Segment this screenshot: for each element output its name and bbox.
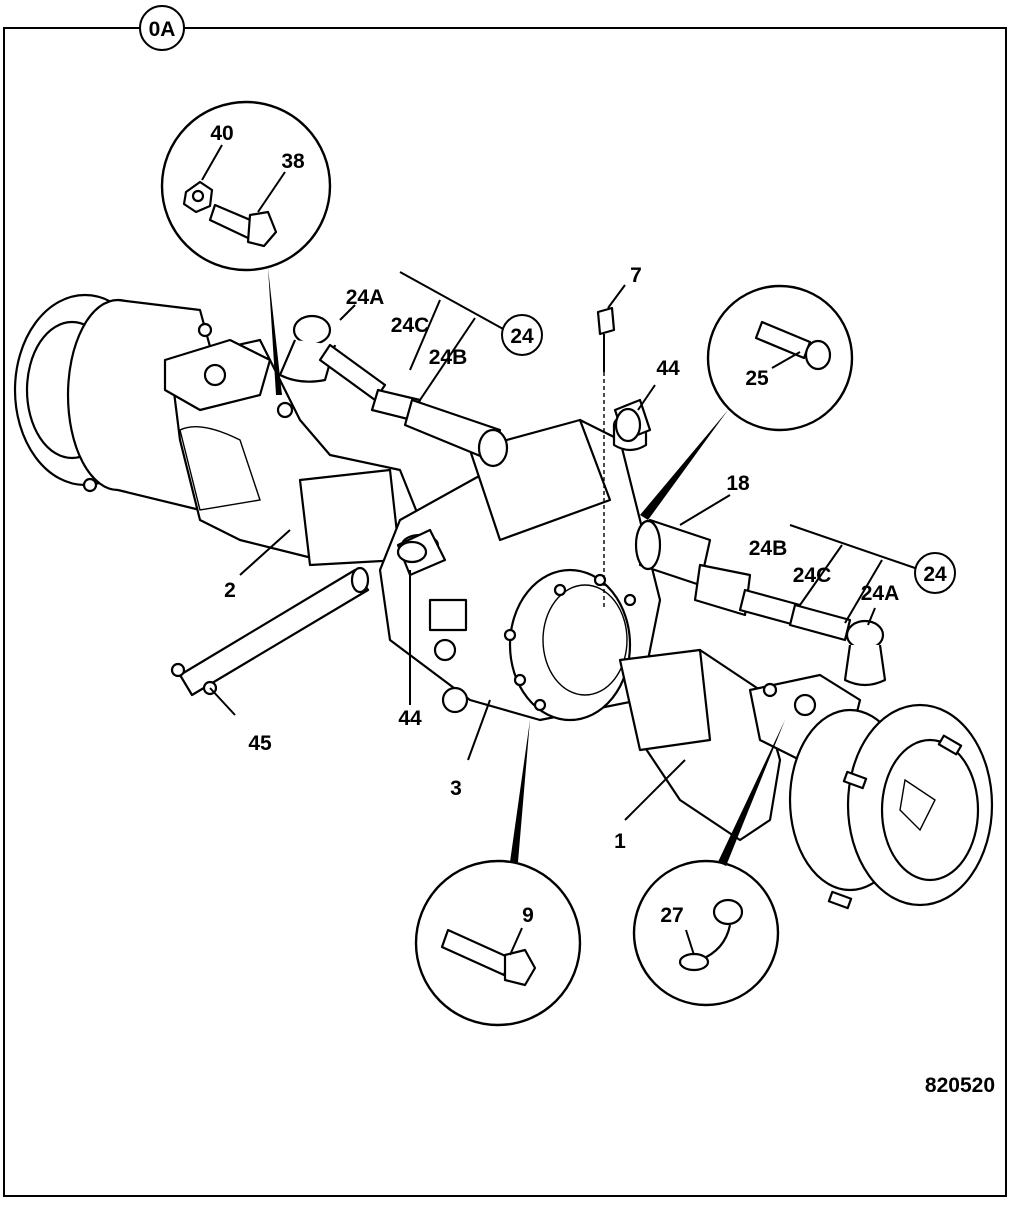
callout-24c-right: 24C bbox=[793, 564, 832, 587]
callout-38: 38 bbox=[281, 150, 305, 173]
track-rod-lower bbox=[634, 518, 887, 687]
leader-lines bbox=[209, 271, 916, 821]
callout-25: 25 bbox=[745, 367, 769, 390]
callout-24-right-label: 24 bbox=[923, 563, 947, 586]
sheet-tag: 0A bbox=[139, 5, 185, 51]
callout-24-top-label: 24 bbox=[510, 325, 534, 348]
callout-24-top bbox=[501, 314, 543, 356]
detail-27 bbox=[632, 720, 785, 1007]
callout-24a-right: 24A bbox=[861, 582, 900, 605]
callout-24a-top: 24A bbox=[346, 286, 385, 309]
callout-24b-right: 24B bbox=[749, 537, 788, 560]
right-wheel-hub bbox=[788, 703, 994, 910]
callout-18: 18 bbox=[726, 472, 750, 495]
drawing-number: 820520 bbox=[925, 1074, 995, 1097]
callout-45: 45 bbox=[248, 732, 272, 755]
callout-44-top: 44 bbox=[656, 357, 680, 380]
track-rod-upper bbox=[278, 314, 509, 468]
callout-24b-top: 24B bbox=[429, 346, 468, 369]
callout-7: 7 bbox=[630, 264, 642, 287]
callout-24-right bbox=[914, 552, 956, 594]
callout-3: 3 bbox=[450, 777, 462, 800]
callout-2: 2 bbox=[224, 579, 236, 602]
callout-24c-top: 24C bbox=[391, 314, 430, 337]
callout-9: 9 bbox=[522, 904, 534, 927]
detail-40-38 bbox=[160, 100, 332, 395]
detail-9 bbox=[414, 720, 582, 1027]
callout-40: 40 bbox=[210, 122, 233, 145]
pivot-shaft bbox=[170, 566, 370, 697]
callout-27: 27 bbox=[660, 904, 683, 927]
breather bbox=[596, 306, 616, 610]
detail-25 bbox=[640, 284, 854, 520]
callout-1: 1 bbox=[614, 830, 626, 853]
left-axle-casing bbox=[163, 338, 422, 567]
drawing-frame bbox=[3, 27, 1007, 1197]
sheet-tag-label: 0A bbox=[149, 18, 176, 41]
callout-44-bottom: 44 bbox=[398, 707, 422, 730]
pivot-pin-lower bbox=[396, 528, 447, 577]
pivot-pin-upper bbox=[613, 398, 652, 443]
